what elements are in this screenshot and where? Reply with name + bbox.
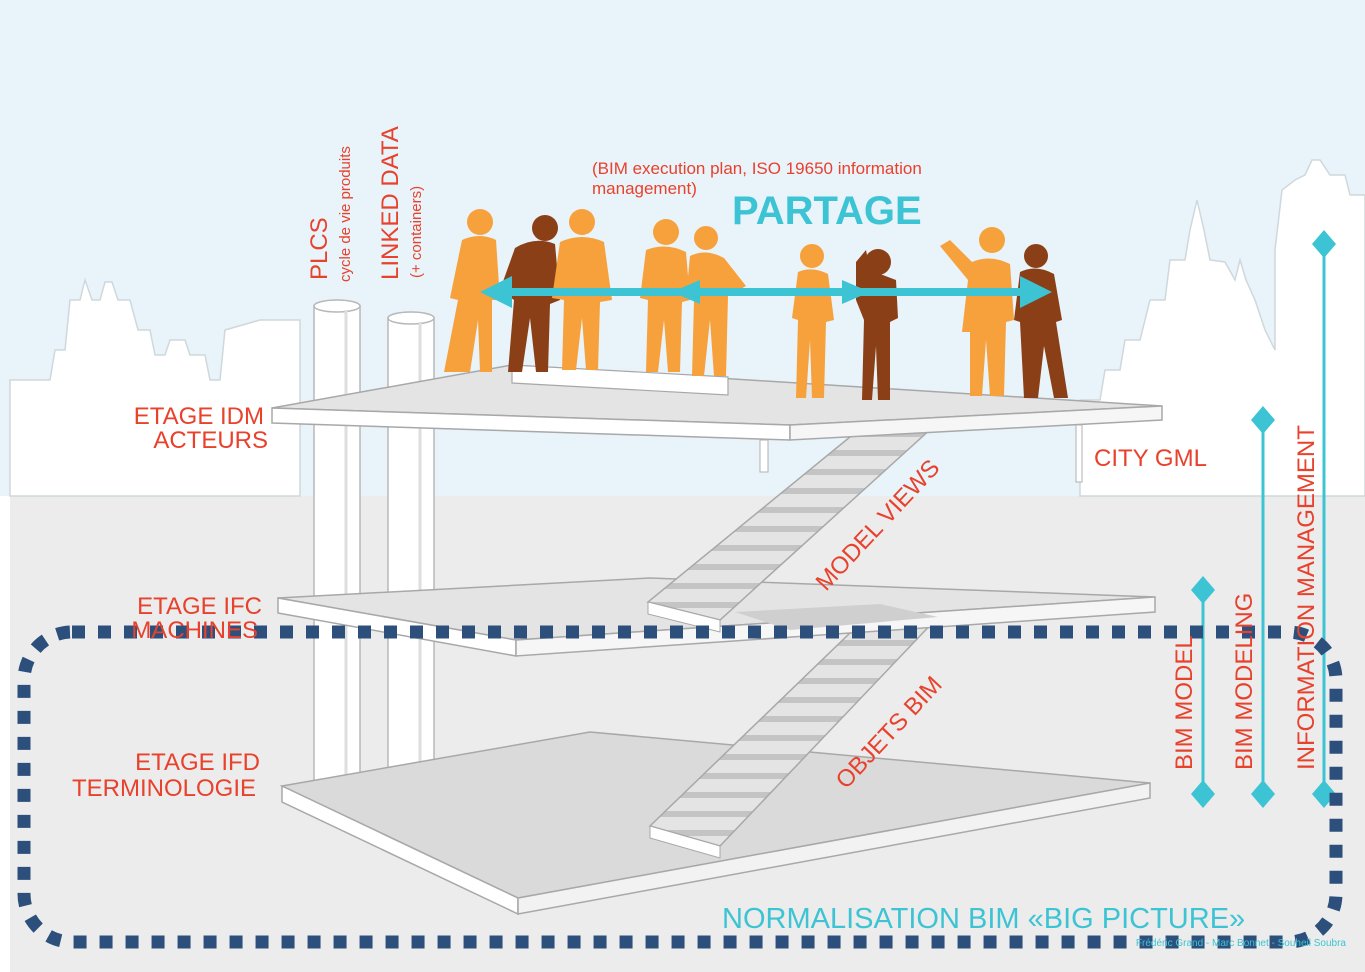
floor-idm bbox=[271, 364, 1163, 483]
column-plcs bbox=[313, 299, 361, 792]
etage-ifd-label: ETAGE IFD bbox=[135, 749, 260, 776]
person-5 bbox=[686, 226, 746, 376]
ground-background bbox=[0, 496, 1365, 972]
person-7 bbox=[856, 249, 898, 400]
person-1 bbox=[444, 209, 500, 372]
plcs-label: PLCS bbox=[306, 217, 333, 280]
bim-modeling-arrow bbox=[1251, 406, 1275, 808]
plcs-sublabel: cycle de vie produits bbox=[337, 146, 354, 282]
bim-model-arrow bbox=[1191, 576, 1215, 808]
linked-data-sublabel: (+ containers) bbox=[408, 186, 425, 278]
person-4 bbox=[640, 219, 690, 372]
partage-label: PARTAGE bbox=[732, 189, 922, 233]
credit-label: Frédéric Grand - Marc Bonnet - Souheil S… bbox=[1136, 938, 1347, 949]
stairs-model-views bbox=[646, 391, 967, 633]
information-management-label: INFORMATION MANAGEMENT bbox=[1293, 425, 1320, 770]
etage-ifc-label: ETAGE IFC bbox=[137, 593, 262, 620]
people-group bbox=[444, 209, 1068, 400]
city-gml-label: CITY GML bbox=[1094, 445, 1207, 472]
bim-exec-line1: (BIM execution plan, ISO 19650 informati… bbox=[592, 159, 922, 178]
person-2 bbox=[500, 215, 560, 372]
partage-arrow bbox=[480, 276, 1052, 308]
person-6 bbox=[792, 244, 834, 398]
machines-label: MACHINES bbox=[131, 617, 258, 644]
person-8 bbox=[940, 227, 1014, 396]
bim-model-label: BIM MODEL bbox=[1171, 635, 1198, 770]
information-management-arrow bbox=[1312, 230, 1336, 808]
normalisation-label: NORMALISATION BIM «BIG PICTURE» bbox=[722, 903, 1245, 935]
bim-exec-line2: management) bbox=[592, 179, 697, 198]
bim-modeling-label: BIM MODELING bbox=[1231, 593, 1258, 770]
terminologie-label: TERMINOLOGIE bbox=[72, 775, 256, 802]
acteurs-label: ACTEURS bbox=[153, 427, 268, 454]
linked-data-label: LINKED DATA bbox=[377, 126, 404, 280]
person-3 bbox=[552, 209, 612, 370]
etage-idm-label: ETAGE IDM bbox=[134, 403, 264, 430]
normalisation-frame bbox=[17, 625, 1343, 949]
